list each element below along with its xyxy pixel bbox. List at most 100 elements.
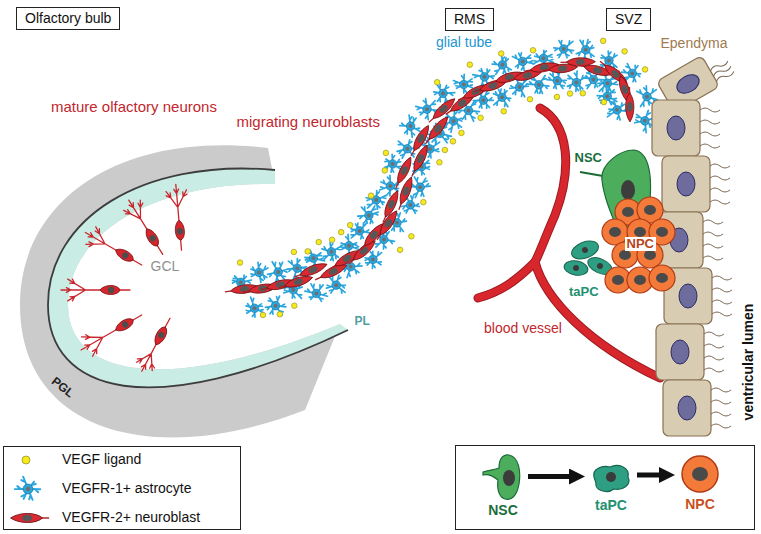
neuroblast-nucleus: [627, 102, 633, 111]
cilium: [712, 300, 732, 304]
svz-group: [563, 45, 737, 436]
npc-nucleus: [644, 205, 656, 215]
neuroblast-body: [382, 189, 402, 219]
astrocyte-body: [274, 268, 283, 277]
neuron-soma: [113, 246, 135, 264]
cilium: [711, 424, 731, 428]
neuroblast-nucleus: [610, 69, 621, 79]
cilium: [710, 176, 730, 180]
astrocyte-body: [309, 254, 318, 263]
lineage-stage: NSC: [478, 452, 528, 519]
astrocyte-body: [589, 75, 598, 84]
cell-label: mature olfactory neurons: [51, 98, 217, 115]
nsc-body: [483, 455, 520, 500]
astrocyte-nucleus: [555, 79, 559, 83]
label-anchor: ventricular lumen: [740, 304, 756, 421]
astrocyte: [567, 71, 586, 91]
neuron-body: [143, 227, 161, 249]
astrocyte-nucleus: [615, 108, 619, 112]
ependymal-nucleus: [667, 116, 685, 140]
astrocyte-body: [605, 56, 614, 65]
astrocyte-nucleus: [409, 124, 413, 128]
astrocyte-nucleus: [347, 244, 351, 248]
npc-nucleus: [622, 207, 634, 217]
cilium: [704, 332, 724, 336]
neuroblast-nucleus: [488, 81, 499, 90]
label-anchor: glial tube: [436, 34, 492, 50]
stage-name: NSC: [488, 502, 518, 519]
vessel-lumen: [535, 108, 566, 262]
cilium: [712, 288, 732, 292]
astrocyte-nucleus: [418, 185, 422, 189]
neuroblast-chain: [224, 58, 634, 297]
neuroblast-body: [410, 123, 432, 152]
astrocyte: [268, 262, 288, 283]
vegf-dot: [459, 130, 465, 136]
neuron-dendrite: [61, 279, 130, 301]
olfactory-neuron: [137, 318, 171, 371]
region-header: Olfactory bulb: [16, 7, 120, 30]
lineage-arrow: [528, 474, 575, 479]
astrocyte-nucleus: [591, 77, 595, 81]
cilium: [700, 120, 720, 124]
cell-label: NPC: [625, 237, 656, 252]
astrocyte-body: [643, 92, 652, 101]
structure-label: Ependyma: [661, 35, 728, 51]
vegf-dot: [442, 147, 448, 153]
astrocyte-nucleus: [605, 81, 609, 85]
ependymal-body: [663, 380, 711, 436]
vegf-dot: [450, 139, 456, 145]
npc-cell-icon: [678, 452, 722, 496]
astrocyte-body: [255, 268, 264, 277]
olfactory-neuron: [124, 200, 163, 254]
astrocyte-body: [459, 80, 468, 89]
legend-entry: VEGFR-2+ neuroblast: [62, 509, 200, 526]
cilium: [700, 132, 720, 136]
label-anchor: NSC: [575, 151, 602, 166]
neuroblast: [11, 513, 50, 522]
neuroblast-nucleus: [621, 84, 630, 95]
astrocyte-nucleus: [239, 280, 243, 284]
neuroblast-nucleus: [433, 123, 443, 134]
neuroblast-nucleus: [328, 267, 339, 276]
astrocyte-nucleus: [500, 63, 504, 67]
cilium: [712, 312, 732, 316]
label-anchor: blood vessel: [484, 320, 562, 336]
astrocyte: [365, 251, 382, 268]
label-anchor: GCL: [151, 258, 180, 274]
astrocyte: [492, 57, 511, 75]
nsc-nucleus: [621, 180, 635, 200]
lineage-stage: taPC: [585, 455, 637, 514]
structure-label: blood vessel: [484, 320, 562, 336]
astrocyte-nucleus: [371, 257, 375, 261]
astrocyte-nucleus: [481, 98, 485, 102]
cilium: [711, 412, 731, 416]
astrocyte-body: [406, 122, 415, 131]
astrocyte-body: [479, 96, 488, 105]
lineage-frame: [456, 446, 755, 530]
vegf-dot: [368, 193, 374, 199]
cilium: [704, 368, 724, 372]
ependymal-cell: [662, 156, 730, 212]
astrocyte-nucleus: [645, 95, 649, 99]
cilium: [716, 70, 735, 83]
astrocyte-nucleus: [329, 250, 333, 254]
label-anchor: PL: [355, 315, 370, 329]
cilium: [703, 220, 723, 224]
astrocyte-nucleus: [630, 71, 634, 75]
astrocyte-body: [416, 183, 425, 192]
astrocyte-body: [464, 106, 473, 115]
cilium: [710, 164, 730, 168]
astrocyte-nucleus: [395, 221, 399, 225]
vegf-dot: [467, 62, 473, 68]
npc-nucleus: [656, 273, 668, 283]
astrocyte-nucleus: [521, 59, 525, 63]
astrocyte-nucleus: [425, 107, 429, 111]
astrocyte-nucleus: [367, 213, 371, 217]
neuron-nucleus: [121, 251, 130, 260]
neuron-soma: [174, 220, 185, 241]
astrocyte-nucleus: [253, 306, 257, 310]
neuroblast-body: [11, 513, 43, 522]
neuroblast-nucleus: [359, 245, 370, 256]
vessel-outline: [478, 262, 535, 298]
